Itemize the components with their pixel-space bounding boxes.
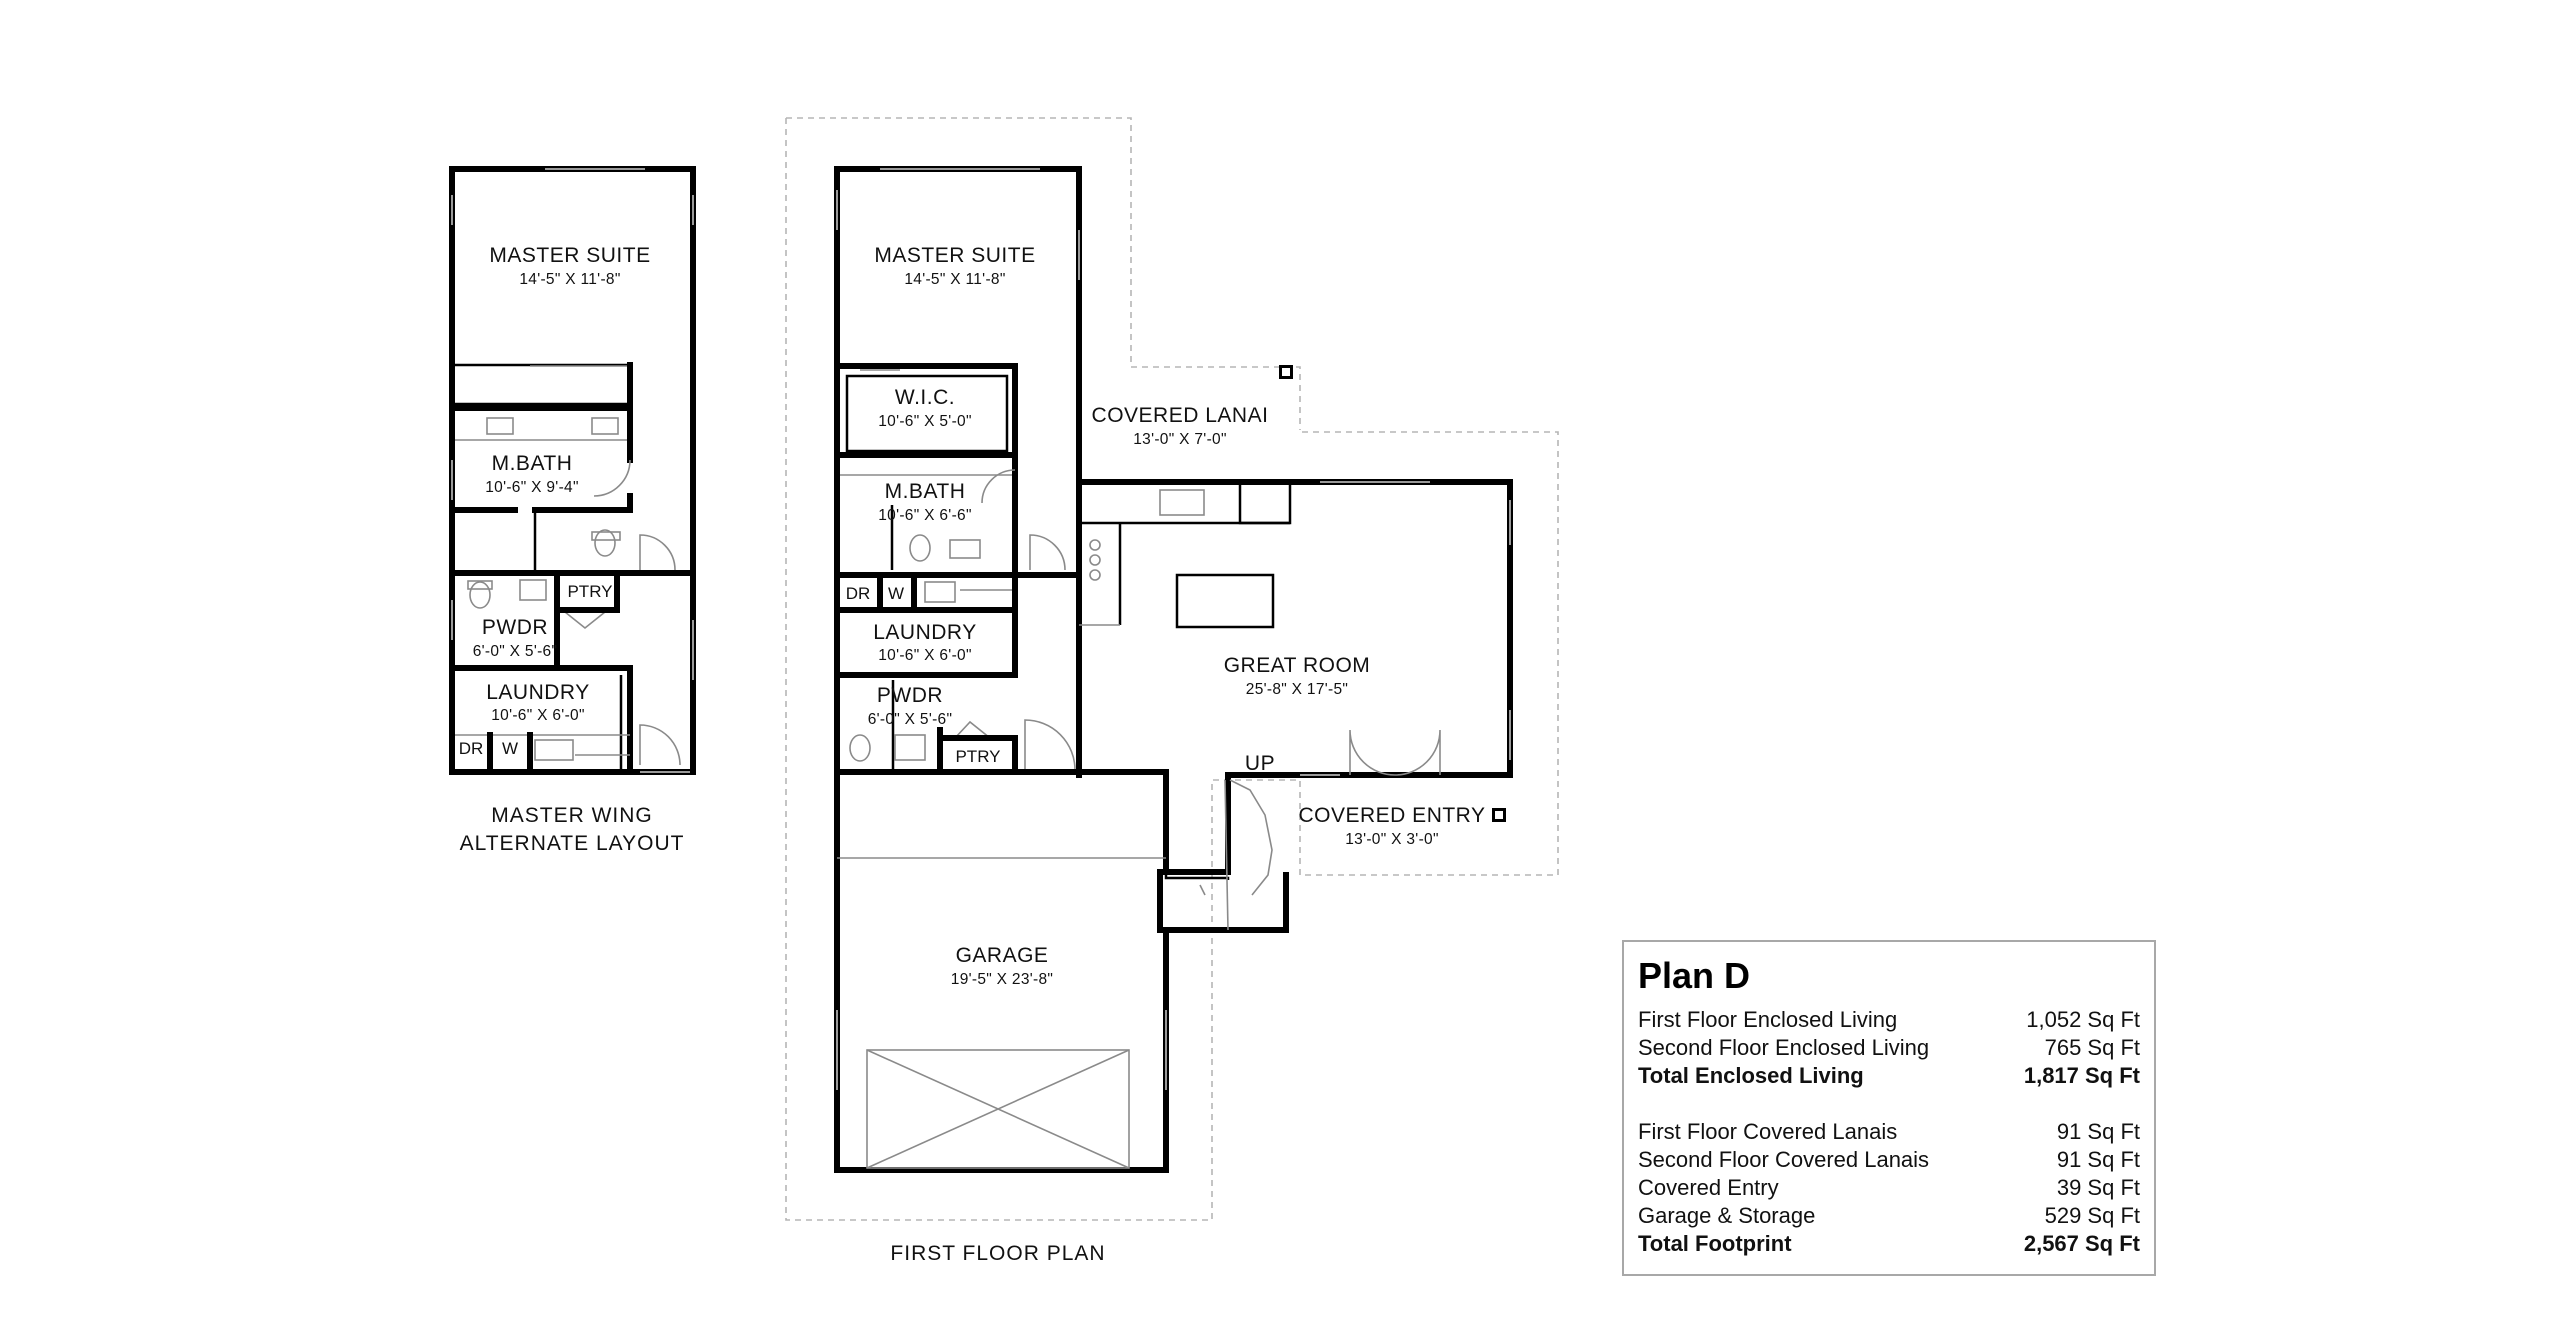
ff-ptry-label: PTRY bbox=[955, 747, 1000, 766]
ff-w-label: W bbox=[888, 584, 904, 603]
alt-pwdr-label: PWDR bbox=[482, 616, 548, 639]
summary-row-total: Total Footprint 2,567 Sq Ft bbox=[1638, 1230, 2140, 1258]
ff-garage-label: GARAGE bbox=[956, 944, 1049, 967]
ff-laundry-label: LAUNDRY bbox=[873, 621, 976, 644]
summary-row: Covered Entry 39 Sq Ft bbox=[1638, 1174, 2140, 1202]
summary-spacer bbox=[1638, 1090, 2140, 1118]
ff-stair-up-label: UP bbox=[1245, 752, 1275, 775]
ff-covered-lanai-dims: 13'-0" X 7'-0" bbox=[1133, 431, 1227, 448]
alt-mbath-label: M.BATH bbox=[492, 452, 573, 475]
alt-ptry-label: PTRY bbox=[567, 582, 612, 601]
ff-mbath-dims: 10'-6" X 6'-6" bbox=[878, 507, 972, 524]
summary-row-label: Second Floor Enclosed Living bbox=[1638, 1035, 1930, 1060]
summary-row-label: Total Enclosed Living bbox=[1638, 1063, 1864, 1088]
summary-row-total: Total Enclosed Living 1,817 Sq Ft bbox=[1638, 1062, 2140, 1090]
ff-garage-dims: 19'-5" X 23'-8" bbox=[951, 971, 1053, 988]
area-summary-box: Plan D First Floor Enclosed Living 1,052… bbox=[1622, 940, 2156, 1276]
summary-row-value: 1,817 Sq Ft bbox=[2023, 1063, 2140, 1088]
ff-covered-entry-dims: 13'-0" X 3'-0" bbox=[1345, 831, 1439, 848]
alt-mbath-dims: 10'-6" X 9'-4" bbox=[485, 479, 579, 496]
ff-pwdr-label: PWDR bbox=[877, 684, 943, 707]
summary-row: Second Floor Enclosed Living 765 Sq Ft bbox=[1638, 1034, 2140, 1062]
ff-laundry-dims: 10'-6" X 6'-0" bbox=[878, 647, 972, 664]
ff-pwdr-dims: 6'-0" X 5'-6" bbox=[868, 711, 953, 728]
summary-row: First Floor Enclosed Living 1,052 Sq Ft bbox=[1638, 1006, 2140, 1034]
summary-row-label: Total Footprint bbox=[1638, 1231, 1792, 1256]
summary-row-value: 765 Sq Ft bbox=[2044, 1035, 2140, 1060]
alt-pwdr-dims: 6'-0" X 5'-6" bbox=[473, 643, 558, 660]
summary-row-value: 91 Sq Ft bbox=[2056, 1119, 2140, 1144]
ff-great-room-label: GREAT ROOM bbox=[1224, 654, 1371, 677]
alt-caption-line1: MASTER WING bbox=[491, 804, 653, 827]
summary-row-label: Covered Entry bbox=[1638, 1175, 1779, 1200]
summary-row-label: Second Floor Covered Lanais bbox=[1638, 1147, 1930, 1172]
first-floor-plan bbox=[785, 117, 1559, 1221]
summary-row-label: First Floor Covered Lanais bbox=[1638, 1119, 1898, 1144]
alt-w-label: W bbox=[502, 739, 518, 758]
alt-dr-label: DR bbox=[459, 739, 484, 758]
alt-master-suite-label: MASTER SUITE bbox=[489, 244, 650, 267]
summary-row-value: 91 Sq Ft bbox=[2056, 1147, 2140, 1172]
summary-row-label: Garage & Storage bbox=[1638, 1203, 1816, 1228]
alt-caption-line2: ALTERNATE LAYOUT bbox=[460, 832, 685, 855]
ff-caption: FIRST FLOOR PLAN bbox=[890, 1242, 1105, 1265]
summary-row-value: 529 Sq Ft bbox=[2044, 1203, 2140, 1228]
alt-laundry-dims: 10'-6" X 6'-0" bbox=[491, 707, 585, 724]
alternate-layout-plan bbox=[449, 166, 696, 775]
ff-master-suite-dims: 14'-5" X 11'-8" bbox=[904, 271, 1005, 288]
plan-title: Plan D bbox=[1638, 955, 1751, 996]
alt-laundry-label: LAUNDRY bbox=[486, 681, 589, 704]
summary-row-value: 2,567 Sq Ft bbox=[2023, 1231, 2140, 1256]
summary-row: Garage & Storage 529 Sq Ft bbox=[1638, 1202, 2140, 1230]
summary-row-value: 39 Sq Ft bbox=[2056, 1175, 2140, 1200]
ff-wic-label: W.I.C. bbox=[895, 386, 955, 409]
alt-master-suite-dims: 14'-5" X 11'-8" bbox=[519, 271, 620, 288]
ff-wic-dims: 10'-6" X 5'-0" bbox=[878, 413, 972, 430]
summary-row-value: 1,052 Sq Ft bbox=[2026, 1007, 2140, 1032]
ff-dr-label: DR bbox=[846, 584, 871, 603]
summary-row: Second Floor Covered Lanais 91 Sq Ft bbox=[1638, 1146, 2140, 1174]
summary-row-label: First Floor Enclosed Living bbox=[1638, 1007, 1898, 1032]
ff-master-suite-label: MASTER SUITE bbox=[874, 244, 1035, 267]
ff-mbath-label: M.BATH bbox=[885, 480, 966, 503]
ff-covered-entry-label: COVERED ENTRY bbox=[1299, 804, 1486, 827]
summary-row: First Floor Covered Lanais 91 Sq Ft bbox=[1638, 1118, 2140, 1146]
ff-great-room-dims: 25'-8" X 17'-5" bbox=[1246, 681, 1348, 698]
ff-covered-lanai-label: COVERED LANAI bbox=[1092, 404, 1269, 427]
